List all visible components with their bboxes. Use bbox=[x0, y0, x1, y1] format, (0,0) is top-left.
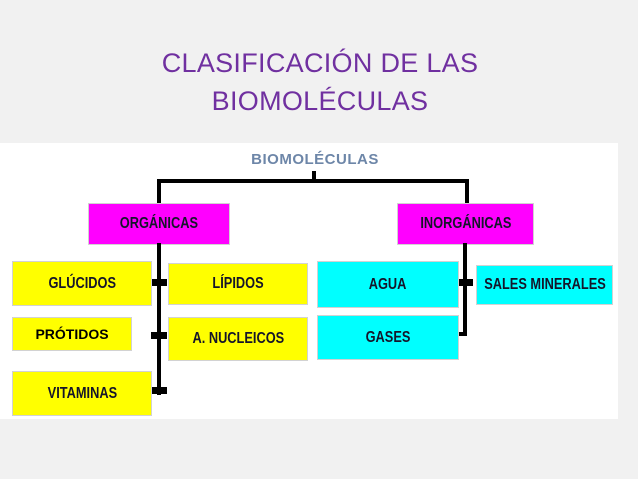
inorganicas-tick-2 bbox=[457, 332, 467, 336]
node-protidos: PRÓTIDOS bbox=[12, 317, 132, 351]
node-lipidos-label: LÍPIDOS bbox=[212, 275, 264, 292]
slide-title: CLASIFICACIÓN DE LAS BIOMOLÉCULAS bbox=[100, 44, 540, 120]
node-a-nucleicos-label: A. NUCLEICOS bbox=[192, 330, 284, 347]
left-branch-drop-line bbox=[157, 179, 161, 203]
inorganicas-vertical-line bbox=[463, 243, 467, 336]
node-protidos-label: PRÓTIDOS bbox=[35, 326, 109, 342]
slide-title-line-1: CLASIFICACIÓN DE LAS bbox=[161, 48, 479, 78]
node-a-nucleicos: A. NUCLEICOS bbox=[168, 317, 308, 361]
node-sales-minerales: SALES MINERALES bbox=[476, 265, 613, 305]
node-gases: GASES bbox=[317, 315, 459, 360]
node-vitaminas-label: VITAMINAS bbox=[47, 384, 117, 402]
organicas-vertical-line bbox=[157, 243, 161, 395]
slide-title-line-2: BIOMOLÉCULAS bbox=[211, 86, 429, 116]
node-agua: AGUA bbox=[317, 261, 459, 308]
node-gases-label: GASES bbox=[365, 328, 411, 346]
category-organicas: ORGÁNICAS bbox=[88, 203, 230, 245]
node-vitaminas: VITAMINAS bbox=[12, 371, 152, 416]
category-inorganicas: INORGÁNICAS bbox=[397, 203, 534, 245]
node-glucidos: GLÚCIDOS bbox=[12, 261, 152, 306]
node-lipidos: LÍPIDOS bbox=[168, 263, 308, 305]
inorganicas-tick-1 bbox=[457, 279, 473, 286]
diagram-panel: BIOMOLÉCULAS ORGÁNICAS INORGÁNICAS GLÚCI… bbox=[0, 143, 618, 419]
right-branch-drop-line bbox=[465, 179, 469, 203]
organicas-tick-2 bbox=[151, 332, 167, 339]
node-glucidos-label: GLÚCIDOS bbox=[48, 274, 116, 292]
category-organicas-label: ORGÁNICAS bbox=[119, 215, 199, 232]
root-stem-line bbox=[312, 171, 316, 181]
root-node-biomoleculas: BIOMOLÉCULAS bbox=[251, 151, 379, 168]
node-sales-minerales-label: SALES MINERALES bbox=[483, 276, 606, 293]
organicas-tick-1 bbox=[151, 279, 167, 286]
category-inorganicas-label: INORGÁNICAS bbox=[419, 215, 512, 232]
node-agua-label: AGUA bbox=[369, 275, 407, 293]
root-horizontal-line bbox=[157, 179, 469, 183]
organicas-tick-3 bbox=[151, 387, 167, 394]
